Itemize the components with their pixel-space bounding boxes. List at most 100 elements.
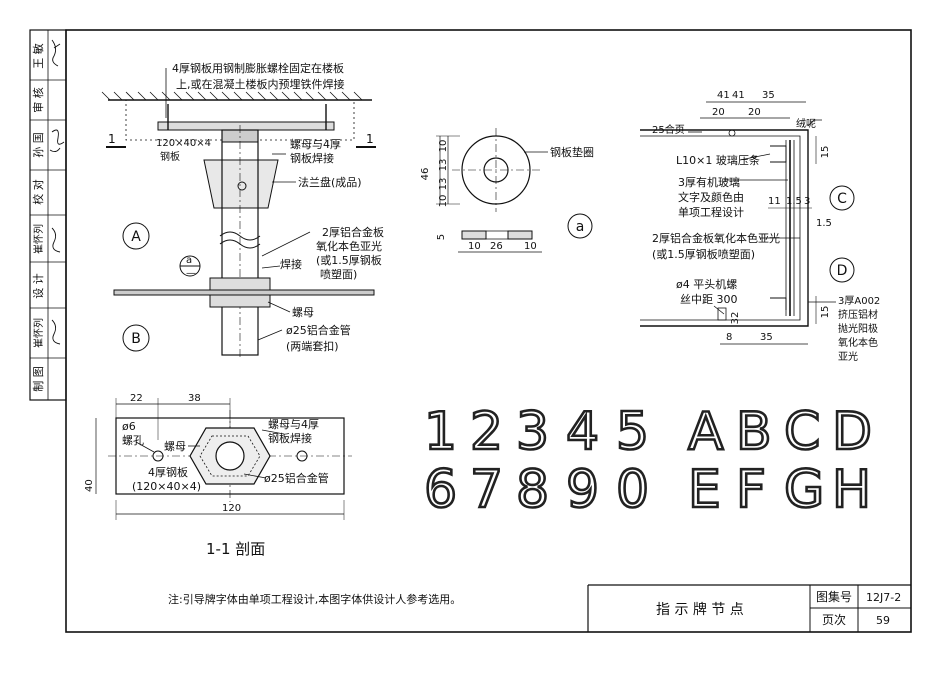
atlas-value: 12J7-2 — [866, 591, 901, 604]
dimension: 46 — [420, 168, 431, 181]
dimension: 32 — [730, 312, 741, 325]
dimension: 20 — [712, 107, 725, 118]
weld-label: 钢板焊接 — [290, 151, 334, 165]
panel-label: 2厚铝合金板氧化本色亚光 — [652, 231, 780, 245]
dimension: 35 — [762, 90, 775, 101]
sheet-border — [65, 29, 912, 633]
glass-label: 文字及颜色由 — [678, 190, 744, 204]
callout-b: B — [131, 331, 141, 347]
washer-detail: 钢板垫圈 46 10 13 13 10 5 10 26 10 a — [420, 128, 594, 253]
font-sample: C — [784, 402, 820, 462]
dimension: 10 — [468, 241, 481, 252]
weld-label: 螺母与4厚 — [268, 418, 319, 431]
dimension: 11 — [768, 196, 781, 207]
font-sample: 0 — [616, 460, 649, 520]
atlas-label: 图集号 — [816, 589, 852, 604]
caption: 1-1 剖面 — [206, 540, 265, 558]
cut-mark-label: 1 — [108, 132, 116, 146]
font-sample: D — [832, 402, 872, 462]
sidebar: 王 敏 审 核 孙 国 校 对 崔怀列 设 计 崔怀列 制 图 — [29, 29, 67, 401]
callout-c: C — [837, 191, 847, 207]
glass-label: 单项工程设计 — [678, 206, 744, 219]
tube-label: (两端套扣) — [286, 339, 339, 353]
font-sample: 4 — [566, 402, 599, 462]
page-label: 页次 — [822, 613, 846, 627]
nut-label: 螺母 — [292, 306, 314, 319]
font-sample: H — [832, 460, 871, 520]
dimension: 13 — [438, 159, 449, 172]
dimension: 3 — [804, 196, 810, 207]
signature-mark — [51, 319, 61, 345]
callout-a: A — [131, 229, 141, 245]
font-sample: 5 — [616, 402, 649, 462]
weld-label: 钢板焊接 — [268, 431, 312, 445]
font-sample: 8 — [516, 460, 549, 520]
dimension: 1.5 — [786, 196, 802, 207]
sidebar-cell: 校 对 — [31, 179, 45, 205]
dimension: 20 — [748, 107, 761, 118]
dimension: 10 — [438, 195, 449, 208]
weld-label: 焊接 — [280, 257, 302, 271]
dimension: 1.5 — [816, 218, 832, 229]
profile-label: 抛光阳极 — [838, 322, 878, 335]
signature-mark — [49, 129, 65, 153]
sidebar-cell: 崔怀列 — [32, 318, 45, 348]
dimension: 41 — [717, 90, 730, 101]
profile-label: 亚光 — [838, 350, 858, 363]
dimension: 15 — [820, 146, 831, 159]
font-sample: G — [784, 460, 824, 520]
sidebar-cell: 崔怀列 — [32, 224, 45, 254]
tube-label: ø25铝合金管 — [286, 323, 351, 337]
font-sample: B — [736, 402, 772, 462]
font-sample: 6 — [424, 460, 457, 520]
hole-label: ø6 — [122, 420, 136, 433]
plate-label: 4厚钢板 — [148, 465, 188, 479]
sidebar-cell: 设 计 — [32, 273, 45, 299]
ref-label: a — [576, 219, 585, 235]
drawing-title: 指 示 牌 节 点 — [656, 601, 744, 618]
plate-label: 120×40×4 — [156, 138, 211, 149]
tube-label: ø25铝合金管 — [264, 471, 329, 485]
dimension: 22 — [130, 393, 143, 404]
font-sample: 7 — [470, 460, 503, 520]
cut-mark-label: 1 — [366, 132, 374, 146]
profile-label: 3厚A002 — [838, 295, 880, 307]
panel-label: (或1.5厚钢板喷塑面) — [652, 247, 755, 261]
dimension: 38 — [188, 393, 201, 404]
font-samples: 1 2 3 4 5 A B C D 6 7 8 9 0 E F G H — [423, 401, 874, 522]
sidebar-cell: 孙 国 — [32, 132, 45, 158]
frame-detail: 41 41 35 20 20 15 15 11 1.5 3 1.5 32 8 3… — [640, 90, 880, 363]
font-sample: F — [736, 460, 766, 520]
glass-label: 3厚有机玻璃 — [678, 175, 740, 189]
dimension: 120 — [222, 503, 241, 514]
ref-label: — — [186, 268, 196, 279]
sidebar-cell: 制 图 — [32, 366, 45, 392]
dimension: 40 — [84, 479, 95, 492]
section-view: 1 1 a — A B 4厚钢板用钢制膨胀 — [101, 61, 384, 360]
weld-label: 螺母与4厚 — [290, 138, 341, 151]
dimension: 35 — [760, 332, 773, 343]
screw-label: ø4 平头机螺 — [676, 277, 737, 291]
signature-mark — [51, 227, 61, 253]
footer-note: 注:引导牌字体由单项工程设计,本图字体供设计人参考选用。 — [168, 592, 461, 606]
signature-mark — [51, 39, 61, 67]
felt-label: 绒呢 — [796, 117, 816, 130]
dimension: 13 — [438, 178, 449, 191]
note-text: 上,或在混凝土楼板内预埋铁件焊接 — [176, 77, 345, 91]
font-sample: 2 — [470, 402, 503, 462]
plan-view: 22 38 40 120 ø6 螺孔 螺母 螺母与4厚 钢板焊接 4厚钢板 (1… — [84, 393, 352, 558]
dimension: 15 — [820, 306, 831, 319]
font-sample: E — [688, 460, 721, 520]
plate-label: (120×40×4) — [132, 480, 201, 493]
dimension: 26 — [490, 241, 503, 252]
ref-label: a — [186, 255, 192, 266]
page-value: 59 — [876, 614, 890, 627]
dimension: 10 — [438, 140, 449, 153]
font-sample: 9 — [566, 460, 599, 520]
washer-label: 钢板垫圈 — [550, 145, 594, 159]
font-sample: A — [688, 402, 724, 462]
dimension: 41 — [732, 90, 745, 101]
callout-d: D — [837, 263, 848, 279]
note-text: 4厚钢板用钢制膨胀螺栓固定在楼板 — [172, 61, 344, 75]
